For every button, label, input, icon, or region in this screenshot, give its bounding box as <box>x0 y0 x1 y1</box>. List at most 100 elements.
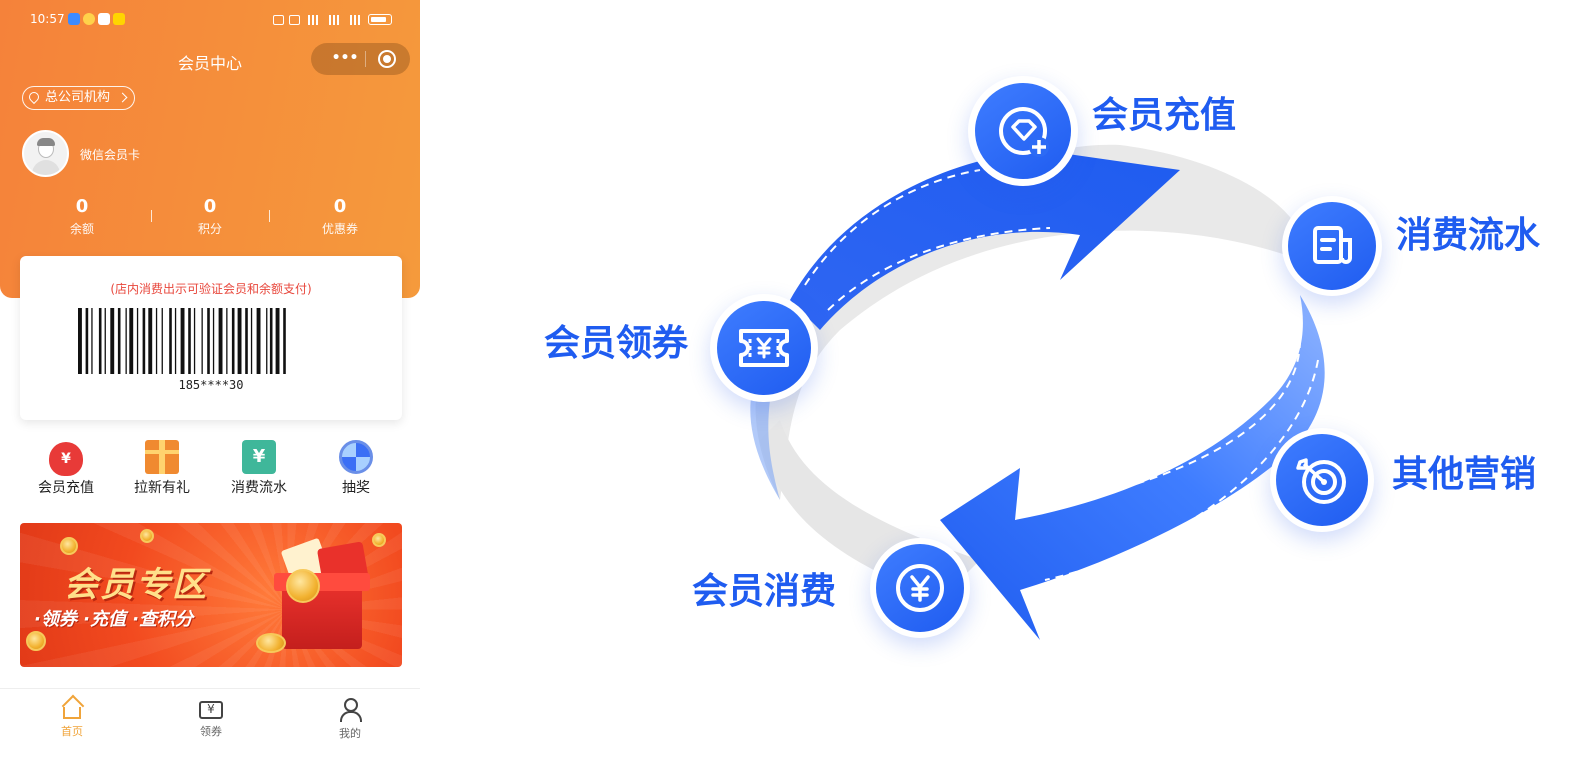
diamond-plus-icon <box>975 83 1071 179</box>
coin-decoration <box>140 529 154 543</box>
node-label-marketing: 其他营销 <box>1392 454 1537 495</box>
coin-decoration <box>256 633 286 653</box>
quick-action-lottery[interactable]: 抽奖 <box>311 440 401 496</box>
barcode-bar <box>231 308 235 374</box>
barcode-bar <box>269 308 273 374</box>
yen-ticket-icon <box>717 301 811 395</box>
more-dots-icon[interactable]: ••• <box>331 50 359 66</box>
barcode-bar <box>78 308 82 374</box>
coin-decoration <box>60 537 78 555</box>
tab-coupons[interactable]: 领券 <box>171 697 251 739</box>
member-zone-banner[interactable]: 会员专区 ·领券 ·充值 ·查积分 <box>20 523 402 667</box>
capsule-divider <box>365 51 366 67</box>
tab-home[interactable]: 首页 <box>32 697 112 739</box>
bottom-tab-bar: 首页 领券 我的 <box>0 688 420 760</box>
barcode-bar <box>85 308 89 374</box>
quick-action-transactions[interactable]: 消费流水 <box>214 440 304 496</box>
node-label-transactions: 消费流水 <box>1396 215 1541 256</box>
node-label-coupons: 会员领券 <box>544 323 689 364</box>
yen-coin-icon <box>876 544 964 632</box>
barcode-bar <box>218 308 223 374</box>
store-selector[interactable]: 总公司机构 <box>22 86 136 110</box>
barcode-bar <box>91 308 93 374</box>
arrow-top-dash-1 <box>804 169 981 286</box>
stat-label: 优惠券 <box>321 222 358 236</box>
stat-value: 0 <box>75 196 89 217</box>
stat-balance[interactable]: 0 余额 <box>32 196 132 238</box>
node-coupons <box>710 294 818 402</box>
app-notification-icon <box>98 13 110 25</box>
prize-wheel-icon <box>339 440 373 474</box>
member-barcode-card: (店内消费出示可验证会员和余额支付) 185****30 <box>20 256 402 420</box>
notification-icons <box>68 13 125 25</box>
barcode-bar <box>180 308 185 374</box>
signal-icon <box>326 14 342 25</box>
stat-value: 0 <box>203 196 217 217</box>
node-transactions <box>1282 196 1382 296</box>
stat-label: 积分 <box>197 222 222 236</box>
mini-program-capsule: ••• <box>311 43 410 75</box>
quick-action-label: 会员充值 <box>38 480 94 496</box>
barcode-bar <box>237 308 242 374</box>
barcode-bar <box>148 308 153 374</box>
page-title: 会员中心 <box>177 54 242 73</box>
banner-title: 会员专区 <box>64 565 208 605</box>
barcode-bar <box>98 308 102 374</box>
signal-icon <box>347 14 363 25</box>
node-label-recharge: 会员充值 <box>1092 95 1237 136</box>
barcode-bar <box>117 308 121 374</box>
coupon-icon <box>199 701 223 719</box>
quick-action-recharge[interactable]: 会员充值 <box>21 440 111 496</box>
barcode-bar <box>283 308 286 374</box>
quick-action-label: 拉新有礼 <box>134 480 190 496</box>
coin-decoration <box>286 569 320 603</box>
ledger-icon <box>242 440 276 474</box>
app-notification-icon <box>68 13 80 25</box>
arrow-top <box>790 150 1180 330</box>
quick-action-label: 消费流水 <box>231 480 287 496</box>
barcode-bar <box>174 308 177 374</box>
stat-points[interactable]: 0 积分 <box>160 196 260 238</box>
stat-divider <box>151 210 152 222</box>
stat-coupons[interactable]: 0 优惠券 <box>290 196 390 238</box>
barcode-bar <box>161 308 163 374</box>
wifi-icon <box>305 14 321 25</box>
status-bar: 10:57 <box>0 10 420 32</box>
tab-mine[interactable]: 我的 <box>310 697 390 741</box>
status-time: 10:57 <box>30 12 65 26</box>
tab-label: 领券 <box>200 725 222 738</box>
location-pin-icon <box>26 89 42 105</box>
avatar[interactable] <box>22 130 69 177</box>
store-name: 总公司机构 <box>45 90 111 105</box>
member-card-name: 微信会员卡 <box>80 148 141 162</box>
member-header <box>0 0 420 298</box>
nfc-icon <box>273 14 284 25</box>
barcode-bar <box>110 308 115 374</box>
node-label-consumption: 会员消费 <box>692 571 837 612</box>
coin-decoration <box>372 533 386 547</box>
quick-action-referral[interactable]: 拉新有礼 <box>117 440 207 496</box>
barcode-bar <box>155 308 158 374</box>
barcode-bar <box>142 308 146 374</box>
battery-icon <box>368 14 392 25</box>
close-target-icon[interactable] <box>378 50 396 68</box>
quick-actions: 会员充值 拉新有礼 消费流水 抽奖 <box>20 440 402 506</box>
barcode[interactable] <box>78 308 346 374</box>
app-notification-icon <box>113 13 125 25</box>
barcode-bar <box>129 308 134 374</box>
barcode-bar <box>266 308 268 374</box>
tab-label: 我的 <box>339 727 361 740</box>
chevron-right-icon <box>117 92 128 103</box>
barcode-bar <box>104 308 106 374</box>
stat-label: 余额 <box>69 222 94 236</box>
arrow-bottom-dash-2 <box>1044 359 1319 581</box>
member-stats: 0 余额 0 积分 0 优惠券 <box>22 196 398 240</box>
barcode-number: 185****30 <box>178 378 244 392</box>
barcode-bar <box>250 308 253 374</box>
barcode-note: (店内消费出示可验证会员和余额支付) <box>110 282 312 296</box>
target-arrow-icon <box>1276 434 1368 526</box>
stat-value: 0 <box>333 196 347 217</box>
arrow-bottom <box>940 295 1325 640</box>
mini-program-screen: 10:57 会员中心 ••• 总公司机构 <box>0 0 420 760</box>
node-marketing <box>1270 428 1374 532</box>
